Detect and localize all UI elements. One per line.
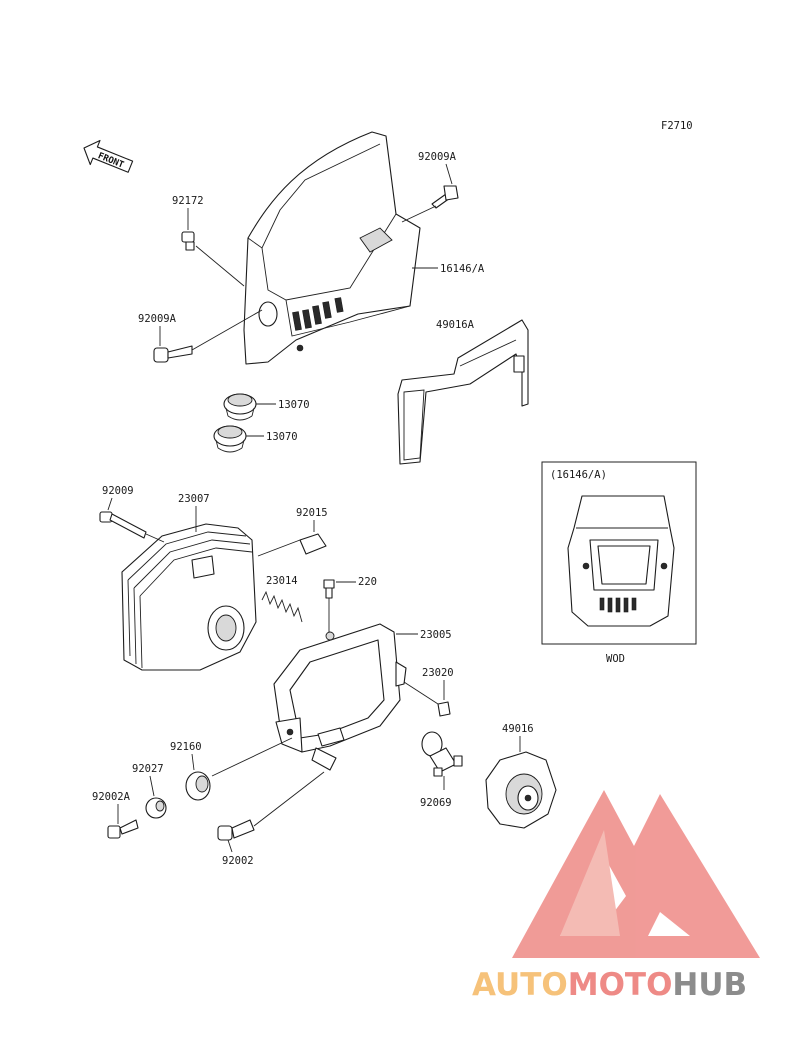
grommet-92160 [185,737,293,801]
label-13070-1: 13070 [278,399,310,411]
collar-92027 [145,797,167,819]
headlight-bracket-part [273,623,407,771]
grommet-13070-2 [213,425,247,453]
label-92027: 92027 [132,763,164,775]
headlight-cover-part [243,131,421,365]
label-23007: 23007 [178,493,210,505]
watermark-moto: MOTO [568,967,673,1003]
label-23005: 23005 [420,629,452,641]
label-92160: 92160 [170,741,202,753]
inset-title: (16146/A) [550,469,607,481]
label-16146A: 16146/A [440,263,485,275]
grommet-13070-1 [223,393,257,421]
label-92009A: 92009A [418,151,457,163]
label-92009: 92009 [102,485,134,497]
bolt-92002 [217,771,325,841]
bolt-92002A [107,819,139,839]
label-49016: 49016 [502,723,534,735]
screw-220 [323,579,335,634]
bulb-92069 [421,731,463,790]
screw-92009 [99,511,165,543]
label-92015: 92015 [296,507,328,519]
headlight-unit-part [121,523,257,671]
inset-panel: (16146/A) [541,461,697,645]
front-arrow-icon: FRONT [83,139,134,173]
nut-23020 [403,681,451,717]
clip-92015 [257,533,327,557]
bolt-92009A-top [401,185,459,223]
label-92002: 92002 [222,855,254,867]
inset-caption: WOD [606,653,625,665]
label-23020: 23020 [422,667,454,679]
label-92172: 92172 [172,195,204,207]
label-92069: 92069 [420,797,452,809]
label-49016A: 49016A [436,319,475,331]
automotohub-logo [512,790,760,958]
gasket-49016A-part [397,319,529,465]
socket-cap-49016 [485,751,557,829]
figure-code: F2710 [661,120,693,132]
spring-23014 [261,590,303,623]
bolt-92009A-side [153,309,263,363]
label-220: 220 [358,576,377,588]
label-13070-2: 13070 [266,431,298,443]
watermark-hub: HUB [672,967,747,1003]
screw-92172 [181,231,245,287]
watermark-auto: AUTO [472,967,568,1003]
label-92009A-2: 92009A [138,313,177,325]
label-23014: 23014 [266,575,298,587]
watermark-text: AUTOMOTOHUB [472,967,747,1003]
label-92002A: 92002A [92,791,131,803]
